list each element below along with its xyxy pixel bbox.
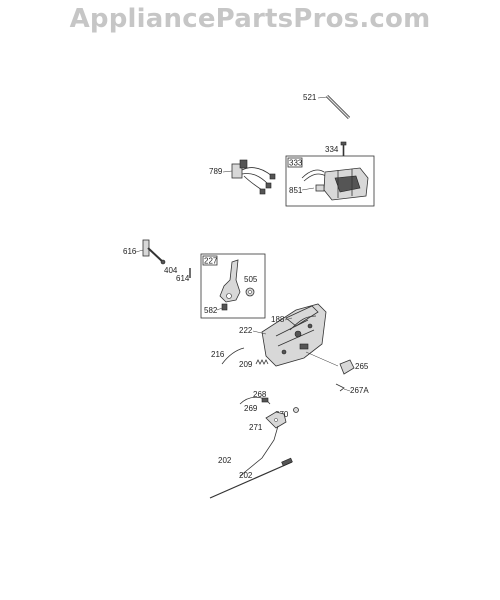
- site-watermark: AppliancePartsPros.com: [69, 4, 431, 34]
- label-334: 334: [325, 145, 339, 154]
- label-505: 505: [244, 275, 258, 284]
- label-202-upper: 202: [218, 456, 232, 465]
- part-269-cable[interactable]: [239, 396, 271, 405]
- part-505-nut[interactable]: [245, 287, 255, 297]
- label-267a: 267A: [350, 386, 369, 395]
- part-521-rod[interactable]: [325, 94, 351, 120]
- label-209: 209: [239, 360, 253, 369]
- label-582: 582: [204, 306, 218, 315]
- label-851: 851: [289, 186, 303, 195]
- part-209-spring[interactable]: [255, 359, 269, 365]
- label-614: 614: [176, 274, 190, 283]
- part-216-link[interactable]: [221, 347, 245, 365]
- label-265: 265: [355, 362, 369, 371]
- label-202-lower: 202: [239, 471, 253, 480]
- label-268: 268: [253, 390, 267, 399]
- part-267a-fastener[interactable]: [335, 383, 345, 392]
- part-271-bracket[interactable]: [265, 411, 287, 429]
- part-270-washer[interactable]: [293, 407, 299, 413]
- box-333-tag: [287, 157, 303, 168]
- box-333: [285, 155, 375, 207]
- part-222-control-bracket[interactable]: [261, 303, 327, 367]
- label-227: 227: [204, 257, 218, 266]
- label-521: 521: [303, 93, 317, 102]
- part-789-wire-harness[interactable]: [231, 159, 276, 195]
- part-333-ignition-armature[interactable]: [301, 167, 369, 201]
- label-188: 188: [271, 315, 285, 324]
- part-265-clip[interactable]: [305, 351, 355, 375]
- part-227-control-lever[interactable]: [219, 259, 241, 311]
- part-202-rod-lower[interactable]: [209, 457, 293, 499]
- box-227-tag: [202, 255, 218, 266]
- label-789: 789: [209, 167, 223, 176]
- label-216: 216: [211, 350, 225, 359]
- label-404: 404: [164, 266, 178, 275]
- part-616-link[interactable]: [142, 239, 166, 265]
- label-271: 271: [249, 423, 263, 432]
- label-269: 269: [244, 404, 258, 413]
- label-616: 616: [123, 247, 137, 256]
- part-334-screw[interactable]: [340, 141, 347, 156]
- part-202-rod-upper[interactable]: [239, 425, 279, 477]
- label-333: 333: [289, 159, 303, 168]
- label-222: 222: [239, 326, 253, 335]
- box-227: [200, 253, 266, 319]
